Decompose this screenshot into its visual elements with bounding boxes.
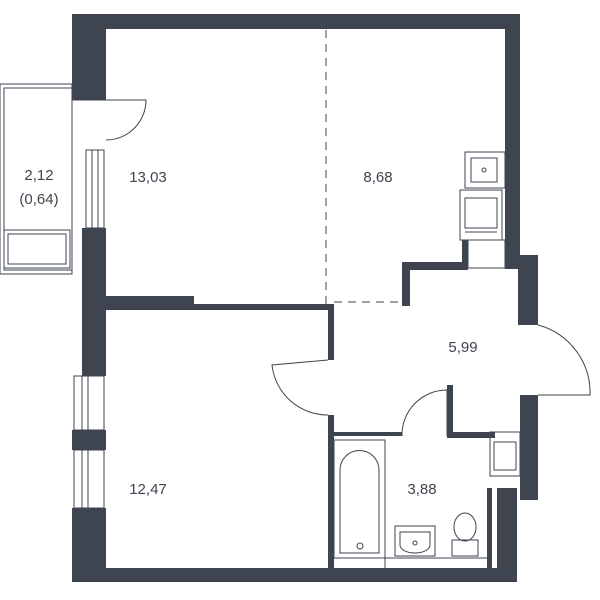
balcony-inner-outline — [3, 87, 73, 271]
bathtub-drain — [356, 542, 364, 550]
wall-kitchen-lower — [402, 262, 410, 306]
kitchen-area-label: 8,68 — [363, 169, 392, 186]
sink-basin — [470, 157, 498, 183]
wall-bath-right — [487, 488, 492, 570]
sink-drain — [481, 167, 487, 173]
door-balcony-arc — [105, 99, 147, 141]
washing-machine-icon — [489, 431, 521, 477]
balcony-area-reduced-label: (0,64) — [19, 191, 58, 208]
wall-bath-top — [449, 432, 495, 438]
area-labels: 2,12 (0,64) 13,03 8,68 12,47 5,99 3,88 — [19, 167, 477, 498]
wall-right-notch — [518, 255, 538, 325]
kitchen-fixtures — [459, 151, 506, 269]
washing-machine-inner — [493, 441, 517, 471]
toilet-icon — [453, 512, 477, 542]
wall-rooms-divider — [106, 296, 194, 310]
kitchen-counter — [467, 239, 506, 269]
doors — [105, 99, 591, 437]
bathroom-fixtures — [333, 431, 521, 568]
window-frame — [85, 149, 105, 229]
door-lower-room-arc — [271, 359, 329, 416]
balcony-railing — [3, 229, 71, 269]
zone-lines — [325, 30, 402, 304]
wall-bath-top-left — [334, 432, 402, 436]
sink-icon — [464, 151, 506, 189]
door-bathroom-arc — [401, 389, 448, 437]
bathtub-basin — [339, 450, 380, 554]
stove-top — [464, 197, 498, 229]
bathtub-icon — [333, 439, 386, 559]
wall-top — [72, 14, 520, 29]
washbasin-icon — [394, 525, 436, 557]
wall-bath-stub — [447, 385, 453, 438]
window-lower-left-1 — [73, 375, 105, 431]
wall-right-bottom — [497, 488, 517, 582]
wall-right-upper — [505, 14, 520, 269]
washbasin-bowl — [399, 531, 431, 554]
window-upper-left — [85, 149, 105, 229]
wall-left-upper — [72, 14, 106, 100]
wall-kitchen-ledge — [402, 262, 468, 270]
room-lower-area-label: 12,47 — [129, 481, 167, 498]
wall-rooms-divider-thin — [194, 304, 334, 310]
toilet-tank — [451, 539, 479, 557]
wall-left-mid — [72, 430, 106, 450]
wall-kitchen-post — [462, 240, 468, 270]
washbasin-drain — [412, 540, 418, 546]
interior-walls — [106, 240, 495, 573]
wall-left-pier — [82, 228, 106, 376]
windows — [73, 149, 105, 509]
wall-room-hall — [328, 304, 334, 360]
window-frame — [73, 375, 105, 431]
door-entrance-arc — [537, 324, 591, 396]
outer-walls — [72, 14, 538, 582]
bathroom-area-label: 3,88 — [407, 481, 436, 498]
room-upper-area-label: 13,03 — [129, 169, 167, 186]
wall-right-lower — [520, 395, 538, 500]
hallway-area-label: 5,99 — [448, 339, 477, 356]
window-frame — [73, 449, 105, 509]
balcony-railing-inner — [7, 233, 67, 265]
wall-bath-left — [328, 415, 334, 573]
window-lower-left-2 — [73, 449, 105, 509]
balcony-area-label: 2,12 — [24, 167, 53, 184]
balcony — [0, 83, 106, 275]
wall-bottom — [72, 568, 514, 582]
